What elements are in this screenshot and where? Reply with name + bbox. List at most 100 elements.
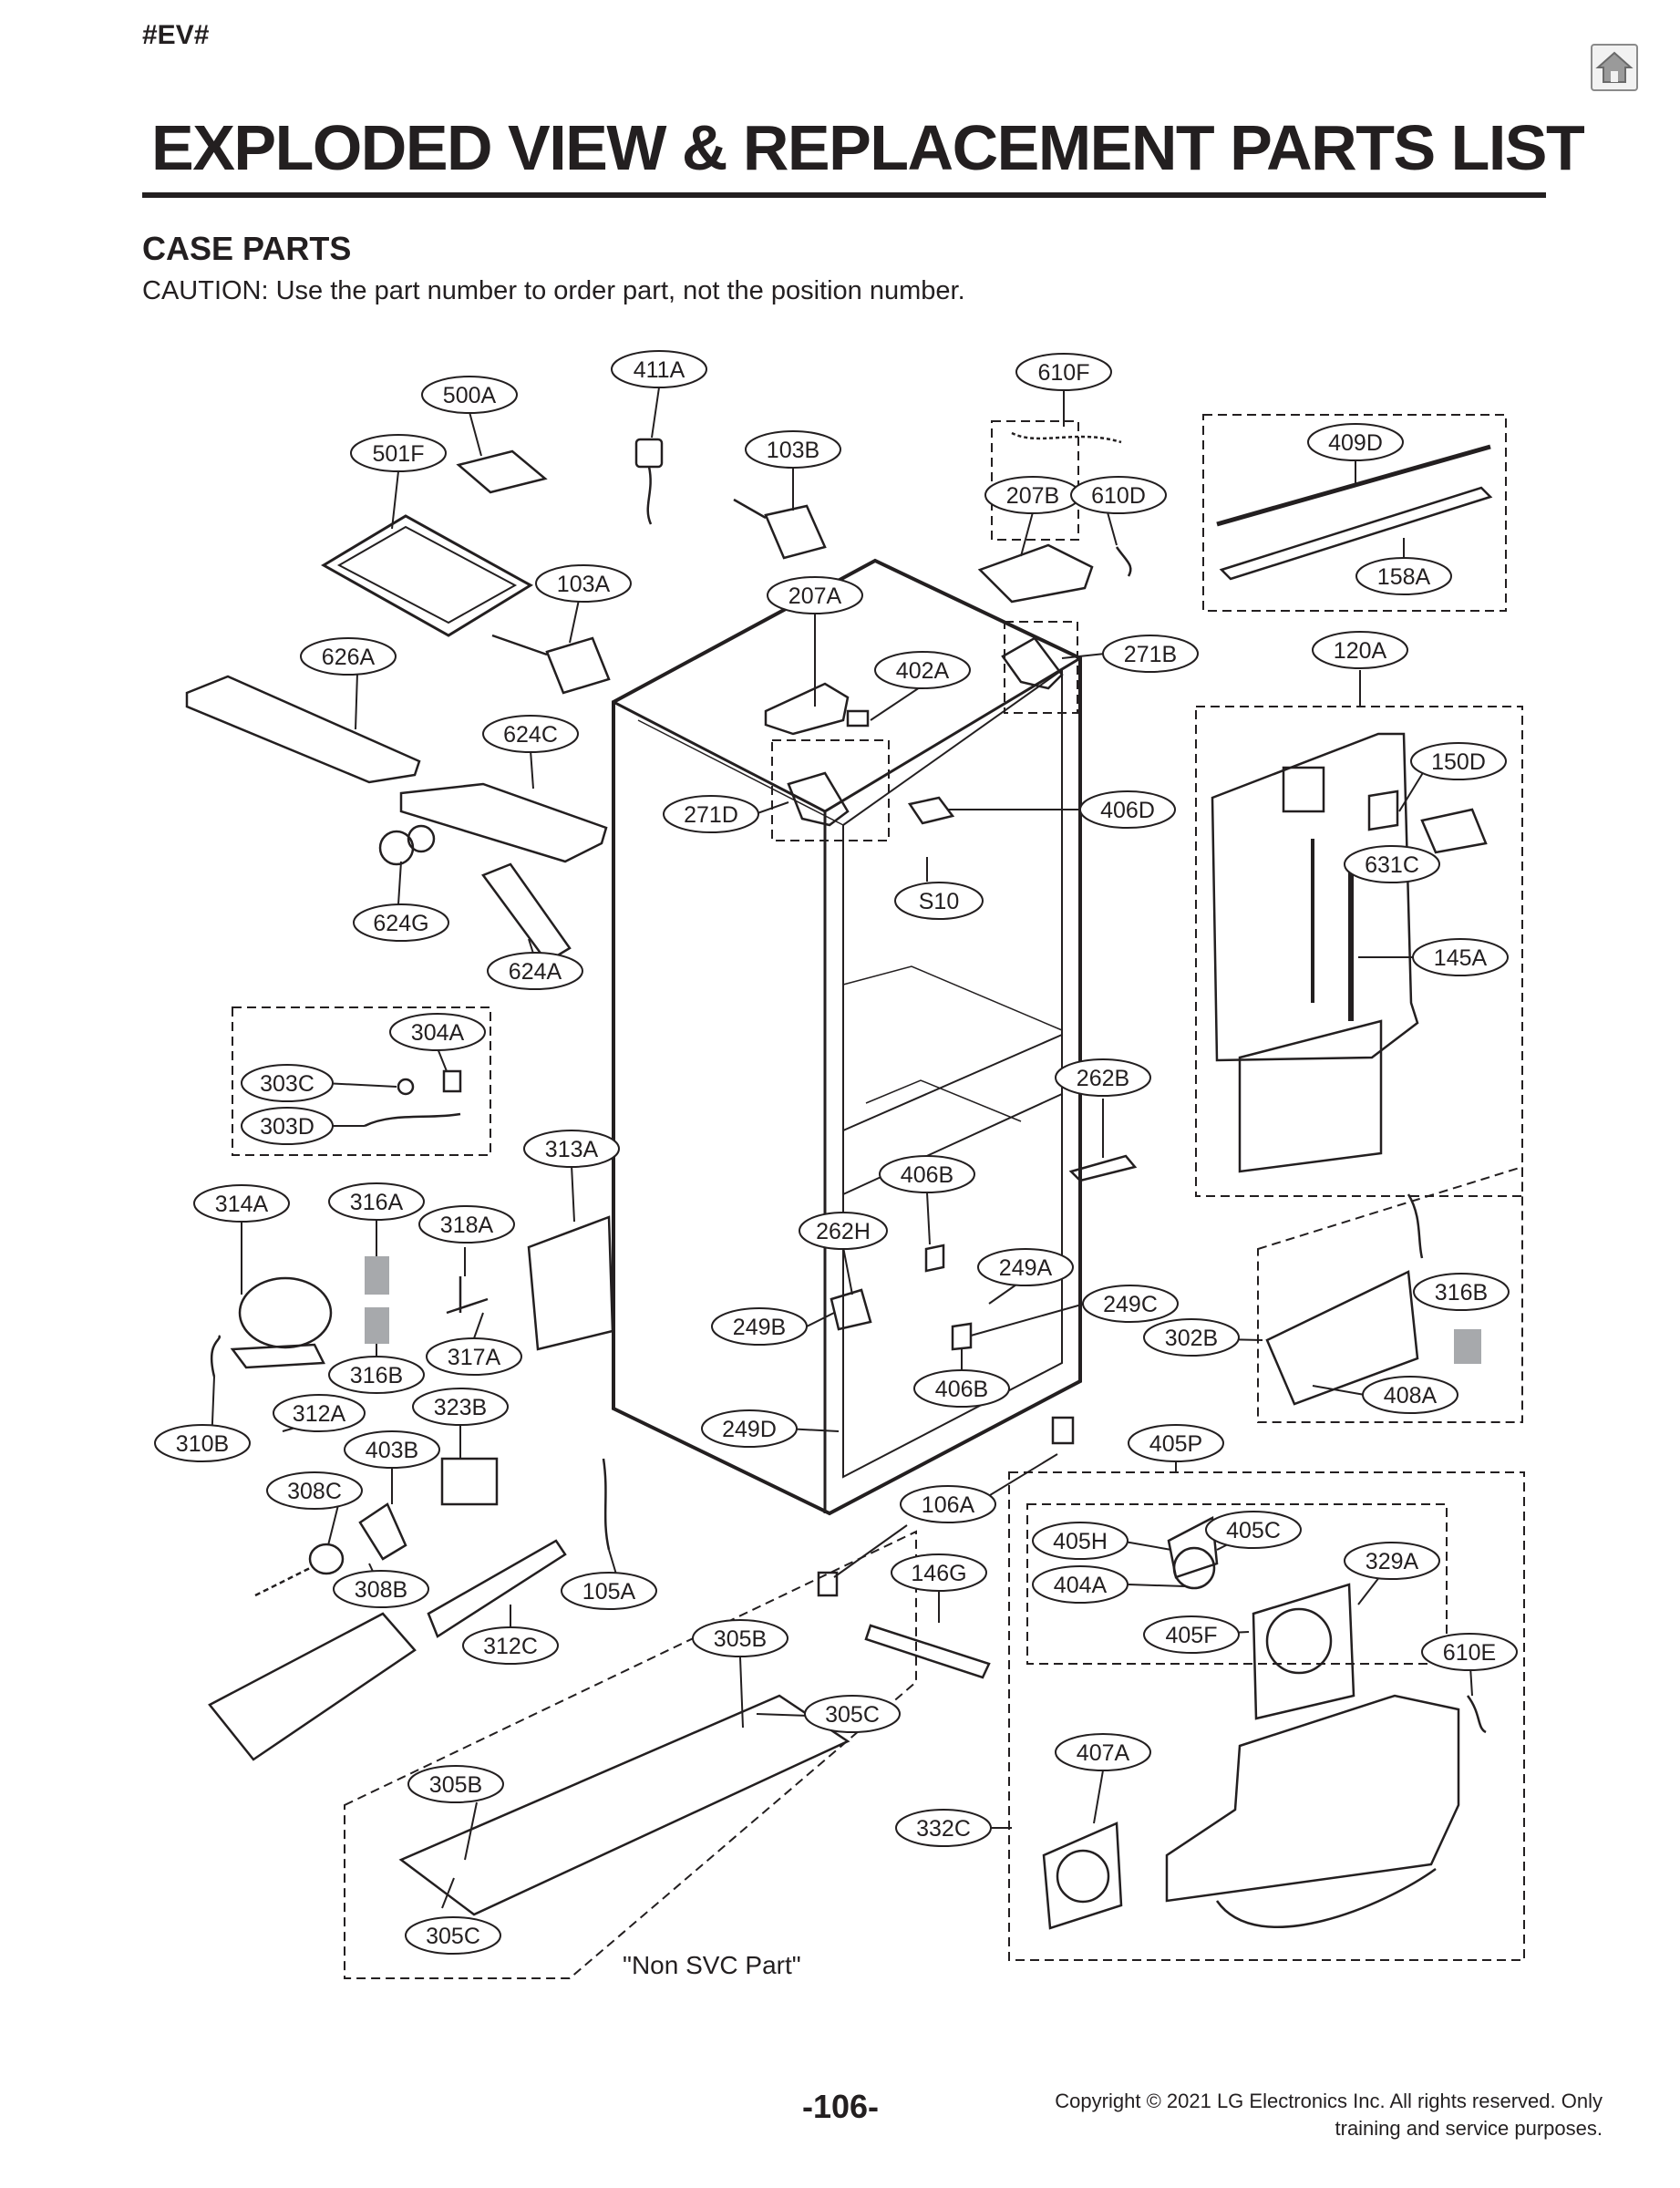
home-button[interactable] — [1591, 44, 1638, 91]
diagram-art — [185, 414, 1525, 1979]
part-label: 145A — [1412, 938, 1509, 976]
part-label: 323B — [412, 1388, 509, 1426]
insulation-pads — [365, 1256, 1481, 1364]
page-number: -106- — [802, 2088, 880, 2125]
part-label: 271D — [663, 795, 759, 833]
part-number: 408A — [1384, 1383, 1438, 1409]
part-label: 406B — [913, 1369, 1010, 1408]
part-number: 305C — [426, 1924, 480, 1949]
leader-lines — [211, 387, 1473, 1909]
part-label: S10 — [894, 882, 984, 920]
part-number: 150D — [1431, 749, 1486, 775]
document-tag: #EV# — [142, 20, 210, 50]
part-number: 305B — [429, 1772, 482, 1798]
part-label: 303D — [241, 1107, 334, 1145]
part-label: 207B — [984, 476, 1081, 514]
part-label: 105A — [561, 1572, 657, 1610]
part-number: 316B — [1435, 1280, 1488, 1306]
part-number: 316B — [350, 1363, 403, 1388]
part-label: 406B — [879, 1155, 975, 1193]
part-number: 406D — [1100, 798, 1155, 823]
part-number: 500A — [443, 383, 497, 408]
part-number: 106A — [922, 1492, 975, 1518]
part-label: 146G — [891, 1553, 987, 1592]
part-number: 610E — [1443, 1640, 1496, 1666]
part-number: 407A — [1077, 1740, 1130, 1766]
part-label: 405F — [1143, 1615, 1240, 1654]
part-number: 406B — [935, 1377, 988, 1402]
title-divider — [142, 192, 1546, 198]
part-number: 610F — [1038, 360, 1090, 386]
part-number: 312C — [483, 1634, 538, 1659]
part-label: 624A — [487, 952, 583, 990]
part-number: 120A — [1334, 638, 1387, 664]
part-label: 316B — [328, 1356, 425, 1394]
part-number: 406B — [901, 1162, 953, 1188]
part-label: 407A — [1055, 1733, 1151, 1771]
part-label: 305C — [405, 1916, 501, 1955]
part-number: 207B — [1006, 483, 1059, 509]
part-label: 624C — [482, 715, 579, 753]
part-label: 312A — [273, 1394, 366, 1432]
copyright-line: Copyright © 2021 LG Electronics Inc. All… — [1055, 2090, 1603, 2112]
part-number: 631C — [1365, 852, 1419, 878]
part-number: 103A — [557, 572, 611, 597]
part-label: 610E — [1421, 1633, 1518, 1671]
part-label: 249A — [977, 1248, 1074, 1286]
part-number: 405F — [1166, 1623, 1218, 1648]
part-number: 158A — [1377, 564, 1431, 590]
part-label: 262H — [799, 1212, 888, 1250]
part-label: 305C — [804, 1695, 901, 1733]
part-label: 501F — [350, 434, 447, 472]
part-label: 308C — [266, 1471, 363, 1510]
part-label: 332C — [895, 1809, 992, 1847]
part-number: 308C — [287, 1479, 342, 1504]
part-number: 105A — [582, 1579, 636, 1605]
part-label: 403B — [344, 1430, 440, 1469]
part-label: 304A — [389, 1013, 486, 1051]
part-number: 313A — [545, 1137, 599, 1162]
part-label: 402A — [874, 651, 971, 689]
part-label: 302B — [1143, 1318, 1240, 1357]
part-number: 626A — [322, 645, 376, 670]
home-icon — [1595, 51, 1634, 83]
part-label: 310B — [154, 1424, 251, 1462]
part-number: 405P — [1149, 1431, 1202, 1457]
part-label: 314A — [193, 1184, 290, 1223]
part-label: 329A — [1344, 1542, 1440, 1580]
part-label: 411A — [611, 350, 707, 388]
part-number: 402A — [896, 658, 950, 684]
part-number: S10 — [919, 889, 959, 914]
part-number: 624G — [373, 911, 428, 936]
section-title: CASE PARTS — [142, 230, 352, 267]
part-number: 271D — [684, 802, 738, 828]
part-number: 308B — [355, 1577, 407, 1603]
part-number: 318A — [440, 1213, 494, 1238]
part-label: 610D — [1070, 476, 1167, 514]
part-label: 406D — [1079, 790, 1176, 829]
part-number: 409D — [1328, 430, 1383, 456]
part-number: 329A — [1366, 1549, 1419, 1574]
part-label: 106A — [900, 1485, 996, 1523]
part-label: 150D — [1410, 742, 1507, 780]
part-label: 305B — [692, 1619, 788, 1657]
page-title: EXPLODED VIEW & REPLACEMENT PARTS LIST — [151, 112, 1585, 183]
copyright-notice: Copyright © 2021 LG Electronics Inc. All… — [984, 2088, 1603, 2142]
part-number: 332C — [916, 1816, 971, 1842]
part-number: 262B — [1077, 1066, 1129, 1091]
part-label: 405H — [1032, 1522, 1129, 1560]
part-label: 305B — [407, 1765, 504, 1803]
part-number: 610D — [1091, 483, 1146, 509]
part-label: 626A — [300, 637, 397, 676]
part-number: 303D — [260, 1114, 314, 1140]
part-label: 316B — [1413, 1273, 1510, 1311]
part-number: 262H — [816, 1219, 871, 1244]
part-label: 103A — [535, 564, 632, 603]
part-label: 631C — [1344, 845, 1440, 883]
part-number: 271B — [1124, 642, 1177, 667]
part-number: 323B — [434, 1395, 487, 1420]
part-label: 318A — [418, 1205, 515, 1244]
caution-text: CAUTION: Use the part number to order pa… — [142, 276, 965, 305]
part-label: 408A — [1362, 1376, 1458, 1414]
part-number: 305C — [825, 1702, 880, 1728]
